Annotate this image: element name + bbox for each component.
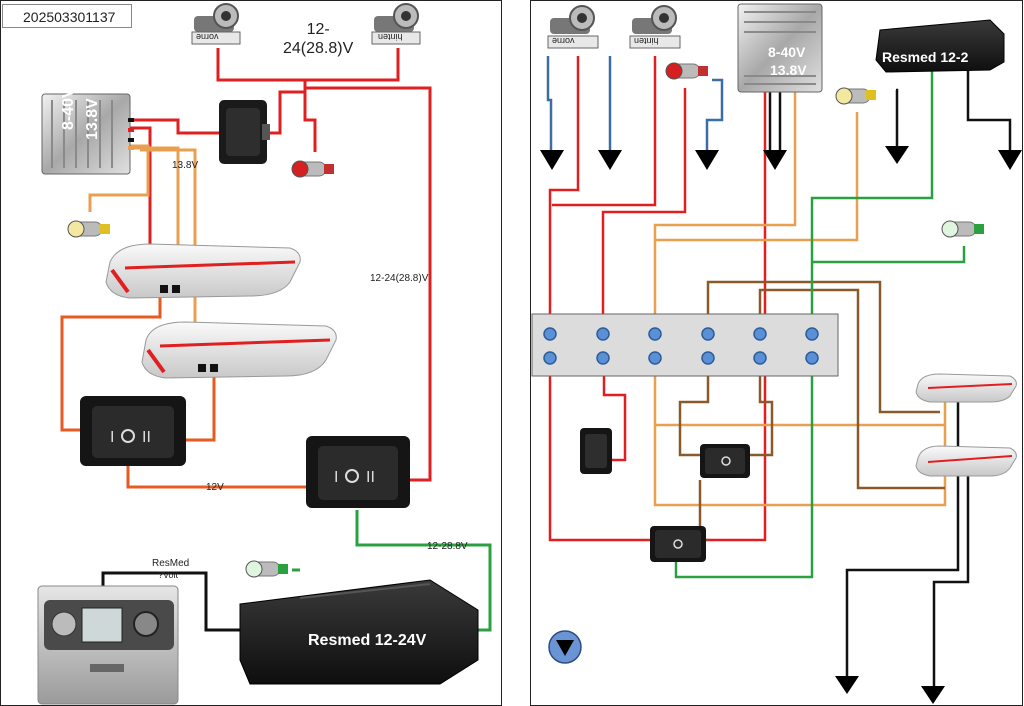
voltage-main-label: 12- 24(28.8)V bbox=[283, 21, 354, 57]
down-arrow-icon bbox=[885, 146, 909, 164]
scroll-down-icon[interactable] bbox=[548, 630, 582, 664]
light-bar-right-bottom bbox=[915, 445, 1017, 477]
converter-right-line1: 8-40V bbox=[768, 44, 806, 60]
resmed-psu-left bbox=[239, 579, 479, 685]
socket-rear-right bbox=[626, 4, 686, 54]
voltage-side-label: 12-24(28.8)V bbox=[370, 273, 429, 284]
svg-text:II: II bbox=[142, 429, 151, 446]
rocker-switch-right-2 bbox=[700, 444, 750, 478]
led-yellow-right bbox=[830, 80, 880, 112]
down-arrow-icon bbox=[695, 150, 719, 170]
terminal-strip bbox=[531, 313, 839, 377]
socket-front bbox=[188, 3, 246, 48]
converter-left-line2: 13.8V bbox=[84, 98, 101, 140]
resmed-psu-right bbox=[875, 19, 1005, 73]
down-arrow-icon bbox=[998, 150, 1022, 170]
resmed-psu-label-right: Resmed 12-2 bbox=[882, 49, 969, 65]
converter-output-label: 13.8V bbox=[172, 160, 199, 171]
rocker-switch-right-1 bbox=[580, 428, 612, 474]
socket-front-right bbox=[544, 4, 604, 54]
down-arrow-icon bbox=[598, 150, 622, 170]
rocker-switch-left: I II bbox=[80, 396, 186, 466]
led-yellow-left bbox=[62, 212, 114, 248]
terminal-dots bbox=[543, 327, 819, 365]
down-arrow-icon bbox=[540, 150, 564, 170]
socket-front-tag-left: vorne bbox=[196, 32, 219, 42]
resmed-left-title: ResMed bbox=[152, 558, 190, 569]
svg-text:I: I bbox=[110, 429, 114, 446]
resmed-left-sub: ?Volt bbox=[158, 570, 179, 580]
svg-text:I: I bbox=[334, 469, 338, 486]
socket-rear bbox=[368, 3, 426, 48]
rocker-switch-right-3 bbox=[650, 526, 706, 562]
wire-12v-label: 12V bbox=[206, 482, 224, 493]
down-arrow-icon bbox=[835, 676, 859, 694]
socket-front-tag-right: vorne bbox=[552, 36, 575, 46]
converter-left-line1: 8-40V bbox=[60, 87, 77, 130]
dc-converter-left bbox=[41, 93, 134, 175]
converter-right-line2: 13.8V bbox=[770, 62, 807, 78]
timestamp-label: 202503301137 bbox=[2, 4, 132, 28]
down-arrow-icon bbox=[763, 150, 787, 170]
socket-rear-tag-right: hinten bbox=[634, 36, 659, 46]
wire-12-28v-label: 12-28.8V bbox=[427, 541, 468, 552]
rocker-switch-right: I II bbox=[306, 436, 410, 508]
led-green-left bbox=[240, 552, 292, 588]
led-green-right bbox=[936, 212, 988, 246]
light-bar-right-top bbox=[915, 373, 1017, 403]
led-red-left bbox=[286, 152, 336, 188]
svg-text:II: II bbox=[366, 469, 375, 486]
down-arrow-icon bbox=[921, 686, 945, 704]
socket-rear-tag-left: hinten bbox=[378, 32, 403, 42]
ground-arrows bbox=[540, 146, 1022, 704]
cpap-device bbox=[37, 585, 179, 705]
dc-converter-right bbox=[737, 3, 823, 93]
resmed-psu-label-left: Resmed 12-24V bbox=[308, 632, 427, 649]
rocker-switch-top bbox=[219, 100, 270, 164]
light-bar-top bbox=[105, 243, 301, 299]
light-bar-bottom bbox=[141, 321, 337, 379]
led-red-right bbox=[660, 54, 712, 88]
